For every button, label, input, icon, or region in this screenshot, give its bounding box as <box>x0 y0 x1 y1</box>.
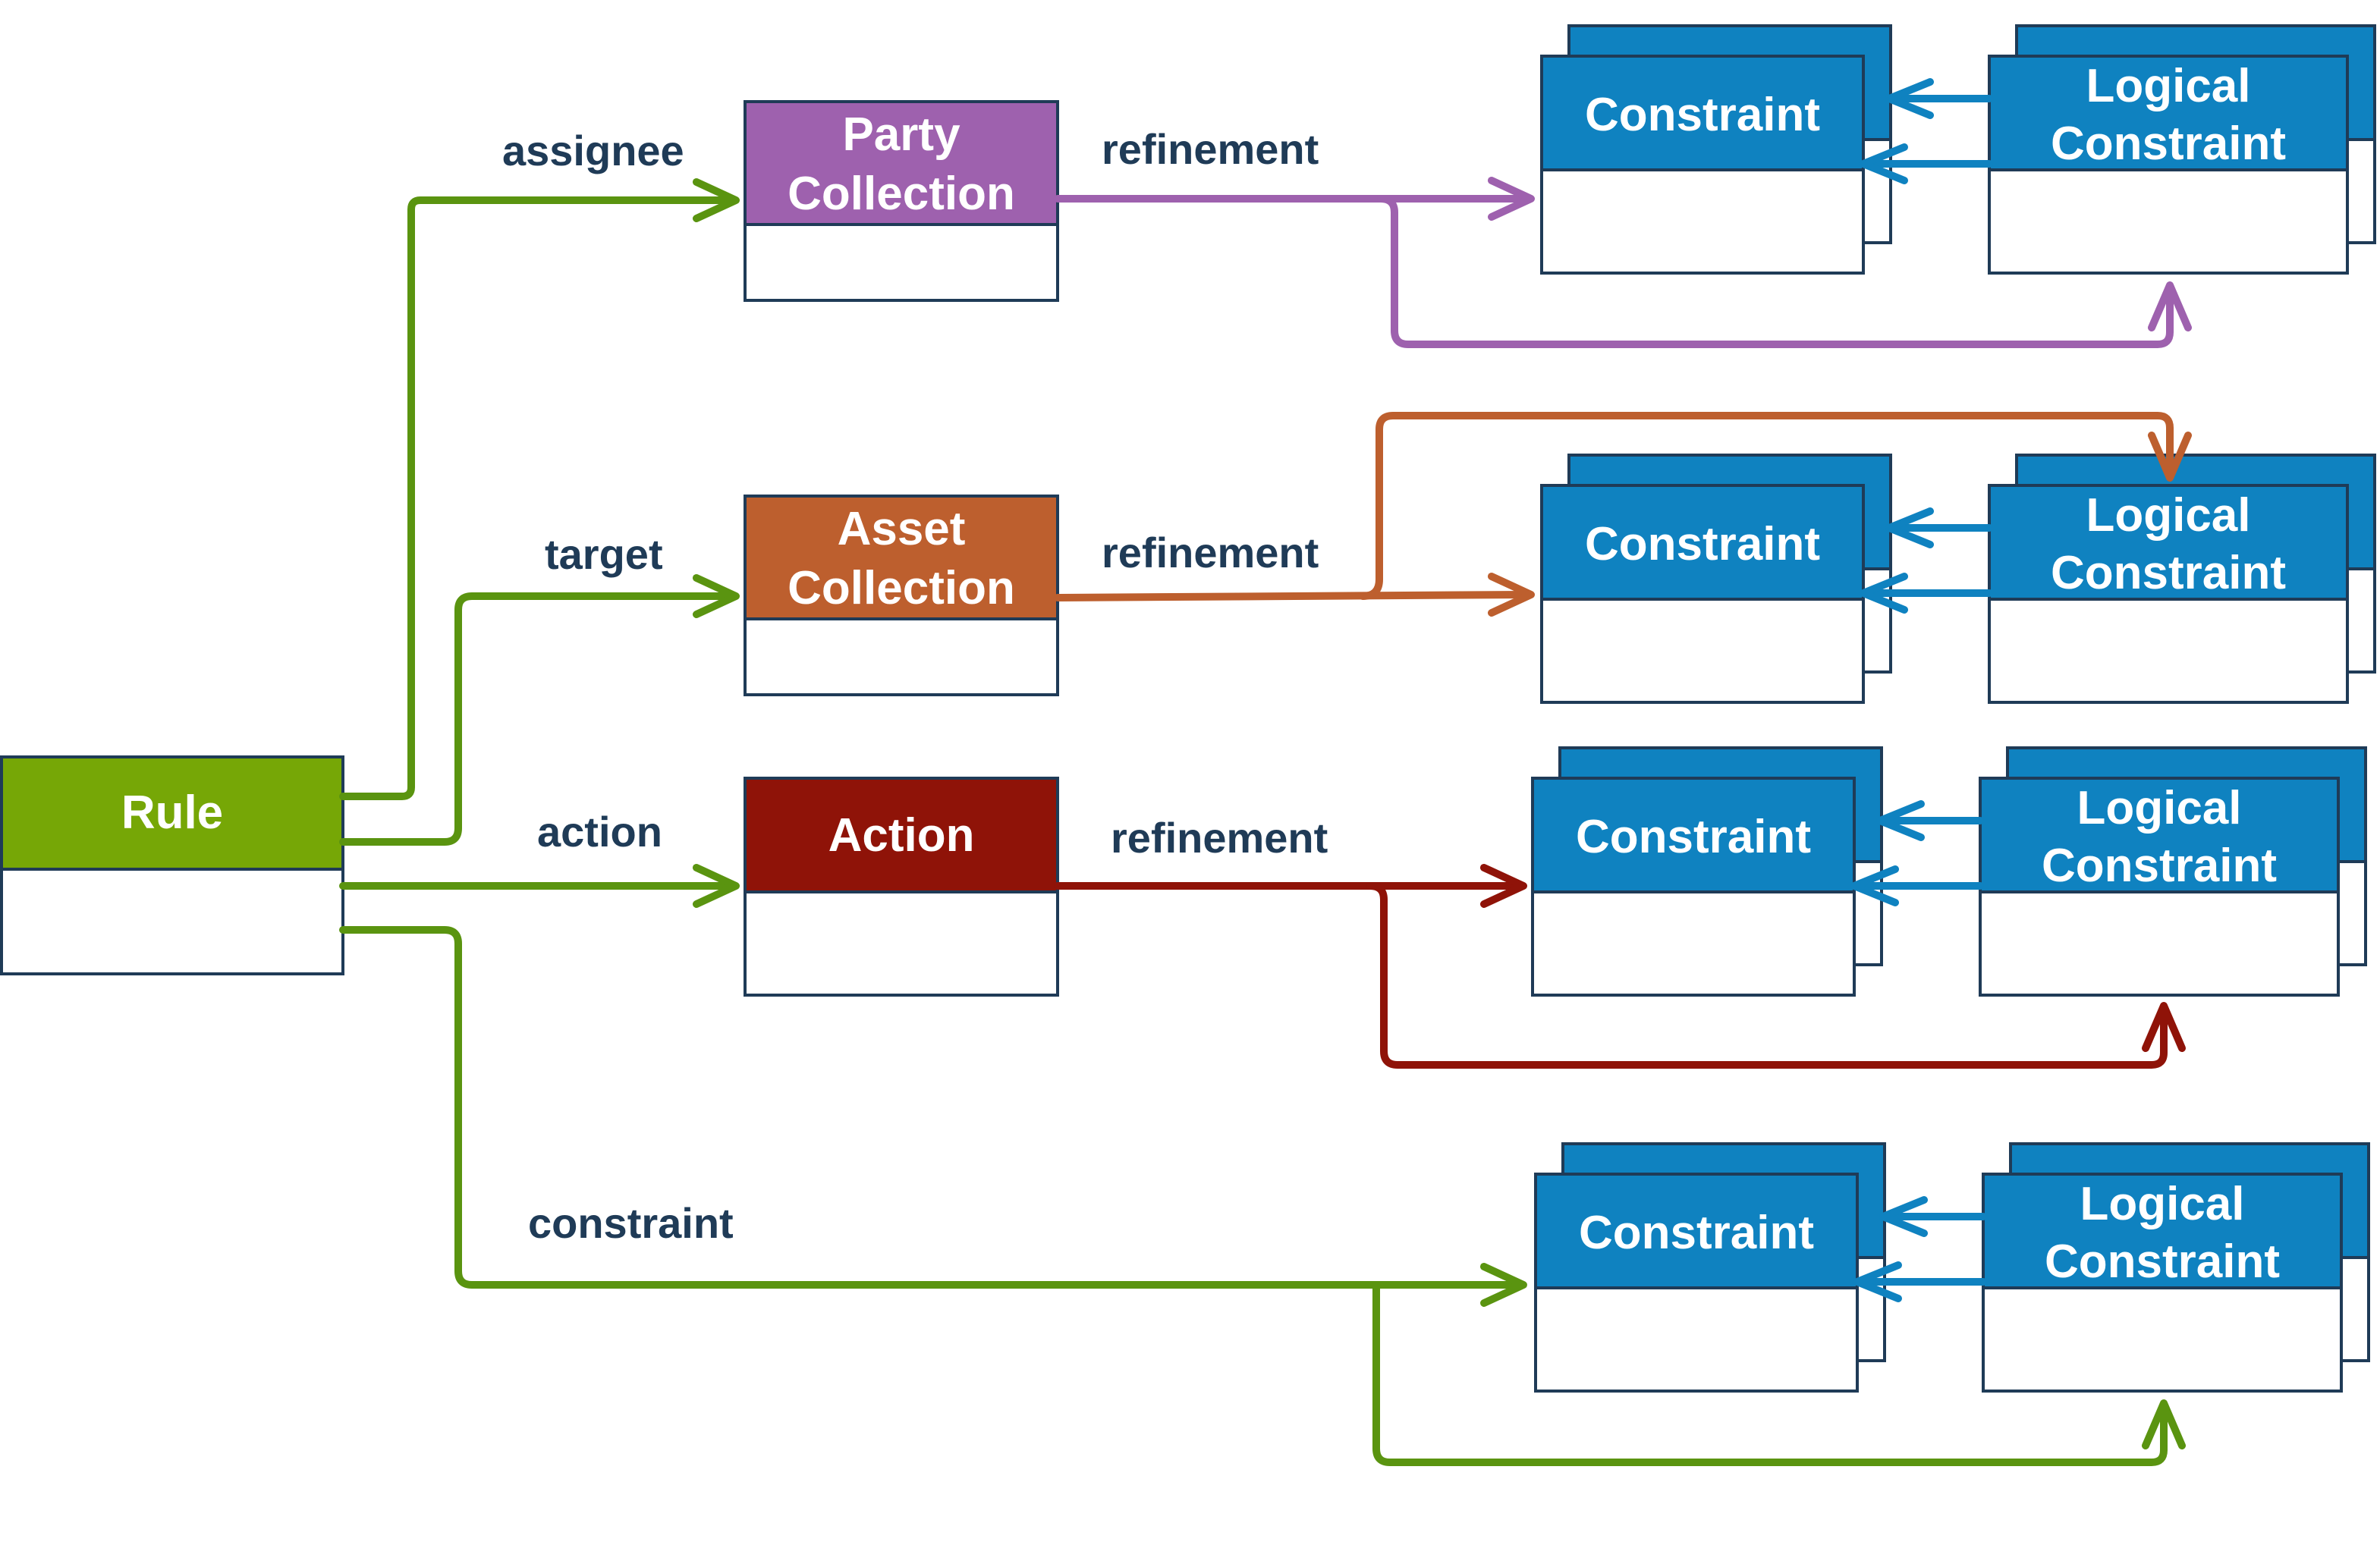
logical-constraint-box-header <box>1979 777 2340 893</box>
logical-constraint-box-header <box>1988 55 2349 171</box>
party-collection-title-line1: Party <box>842 108 960 161</box>
assignee-label: assignee <box>502 127 684 174</box>
constraint-title: Constraint <box>1576 811 1811 863</box>
logical-to-constraint-upper-arrowhead <box>1876 800 1925 841</box>
asset-refinement-logical-arrowhead <box>2148 432 2192 482</box>
constraint-title: Constraint <box>1585 518 1820 570</box>
party-refinement-logical-arrowhead <box>2148 281 2192 331</box>
constraint-groups: ConstraintLogicalConstraintConstraintLog… <box>1531 24 2376 1393</box>
rule-header <box>0 755 344 871</box>
party-collection-title-line2: Collection <box>788 168 1015 220</box>
logical-constraint-title-line1: Logical <box>2086 60 2250 112</box>
asset-refinement-arrowhead <box>1488 573 1535 617</box>
logical-constraint-title-line1: Logical <box>2080 1178 2244 1230</box>
constraint-box-header <box>1534 1173 1859 1289</box>
action-refinement-logical-arrowhead <box>2142 1002 2186 1052</box>
constraint-label: constraint <box>528 1199 734 1247</box>
party-collection-header <box>744 100 1059 226</box>
constraint-title: Constraint <box>1579 1207 1814 1259</box>
logical-to-constraint-lower-arrowhead <box>1860 143 1908 184</box>
constraint-arrowhead <box>1480 1263 1527 1307</box>
logical-to-constraint-upper-arrowhead <box>1885 507 1934 548</box>
asset-refinement-label: refinement <box>1102 529 1319 576</box>
constraint-logical-connector <box>1372 1281 2168 1466</box>
party-collection-node: Party Collection <box>744 100 1059 302</box>
asset-refinement-connector <box>1054 591 1529 601</box>
action-title: Action <box>828 809 975 862</box>
constraint-title: Constraint <box>1585 89 1820 141</box>
asset-collection-header <box>744 495 1059 620</box>
logical-to-constraint-upper-arrowhead <box>1879 1196 1928 1237</box>
constraint-box-header <box>1531 777 1856 893</box>
logical-constraint-title-line2: Constraint <box>2045 1236 2280 1288</box>
target-arrowhead <box>693 574 740 618</box>
action-refinement-arrowhead <box>1480 864 1527 908</box>
party-refinement-logical-connector <box>1377 195 2174 348</box>
action-node: Action <box>744 777 1059 997</box>
target-connector <box>339 592 734 846</box>
rule-title: Rule <box>121 787 223 839</box>
action-label: action <box>537 808 662 856</box>
asset-collection-title-line2: Collection <box>788 562 1015 614</box>
logical-constraint-title-line2: Constraint <box>2042 840 2277 892</box>
connectors <box>339 177 2192 1466</box>
action-refinement-logical-connector <box>1366 882 2168 1069</box>
asset-refinement-logical-connector <box>1359 412 2174 600</box>
constraint-logical-arrowhead <box>2142 1399 2186 1449</box>
logical-to-constraint-lower-arrowhead <box>1853 1261 1902 1302</box>
constraint-box-header <box>1540 55 1865 171</box>
action-refinement-label: refinement <box>1111 814 1328 862</box>
logical-constraint-title-line2: Constraint <box>2051 118 2286 170</box>
logical-constraint-box-header <box>1982 1173 2343 1289</box>
logical-constraint-title-line2: Constraint <box>2051 547 2286 599</box>
rule-node: Rule <box>0 755 344 975</box>
action-header <box>744 777 1059 893</box>
logical-to-constraint-upper-arrowhead <box>1885 78 1934 119</box>
logical-to-constraint-lower-arrowhead <box>1850 865 1899 906</box>
assignee-arrowhead <box>693 178 740 222</box>
logical-to-constraint-lower-arrowhead <box>1860 573 1908 614</box>
edge-labels: assignee target action constraint refine… <box>502 125 1328 1247</box>
asset-collection-title-line1: Asset <box>838 503 966 555</box>
logical-constraint-title-line1: Logical <box>2086 489 2250 542</box>
constraint-connector <box>339 926 1521 1289</box>
logical-constraint-box-header <box>1988 484 2349 601</box>
party-refinement-arrowhead <box>1488 177 1535 221</box>
assignee-connector <box>339 196 734 800</box>
constraint-box-header <box>1540 484 1865 601</box>
logical-constraint-title-line1: Logical <box>2077 782 2241 834</box>
action-arrowhead <box>693 864 740 908</box>
asset-collection-node: Asset Collection <box>744 495 1059 696</box>
target-label: target <box>545 530 663 578</box>
party-refinement-label: refinement <box>1102 125 1319 173</box>
